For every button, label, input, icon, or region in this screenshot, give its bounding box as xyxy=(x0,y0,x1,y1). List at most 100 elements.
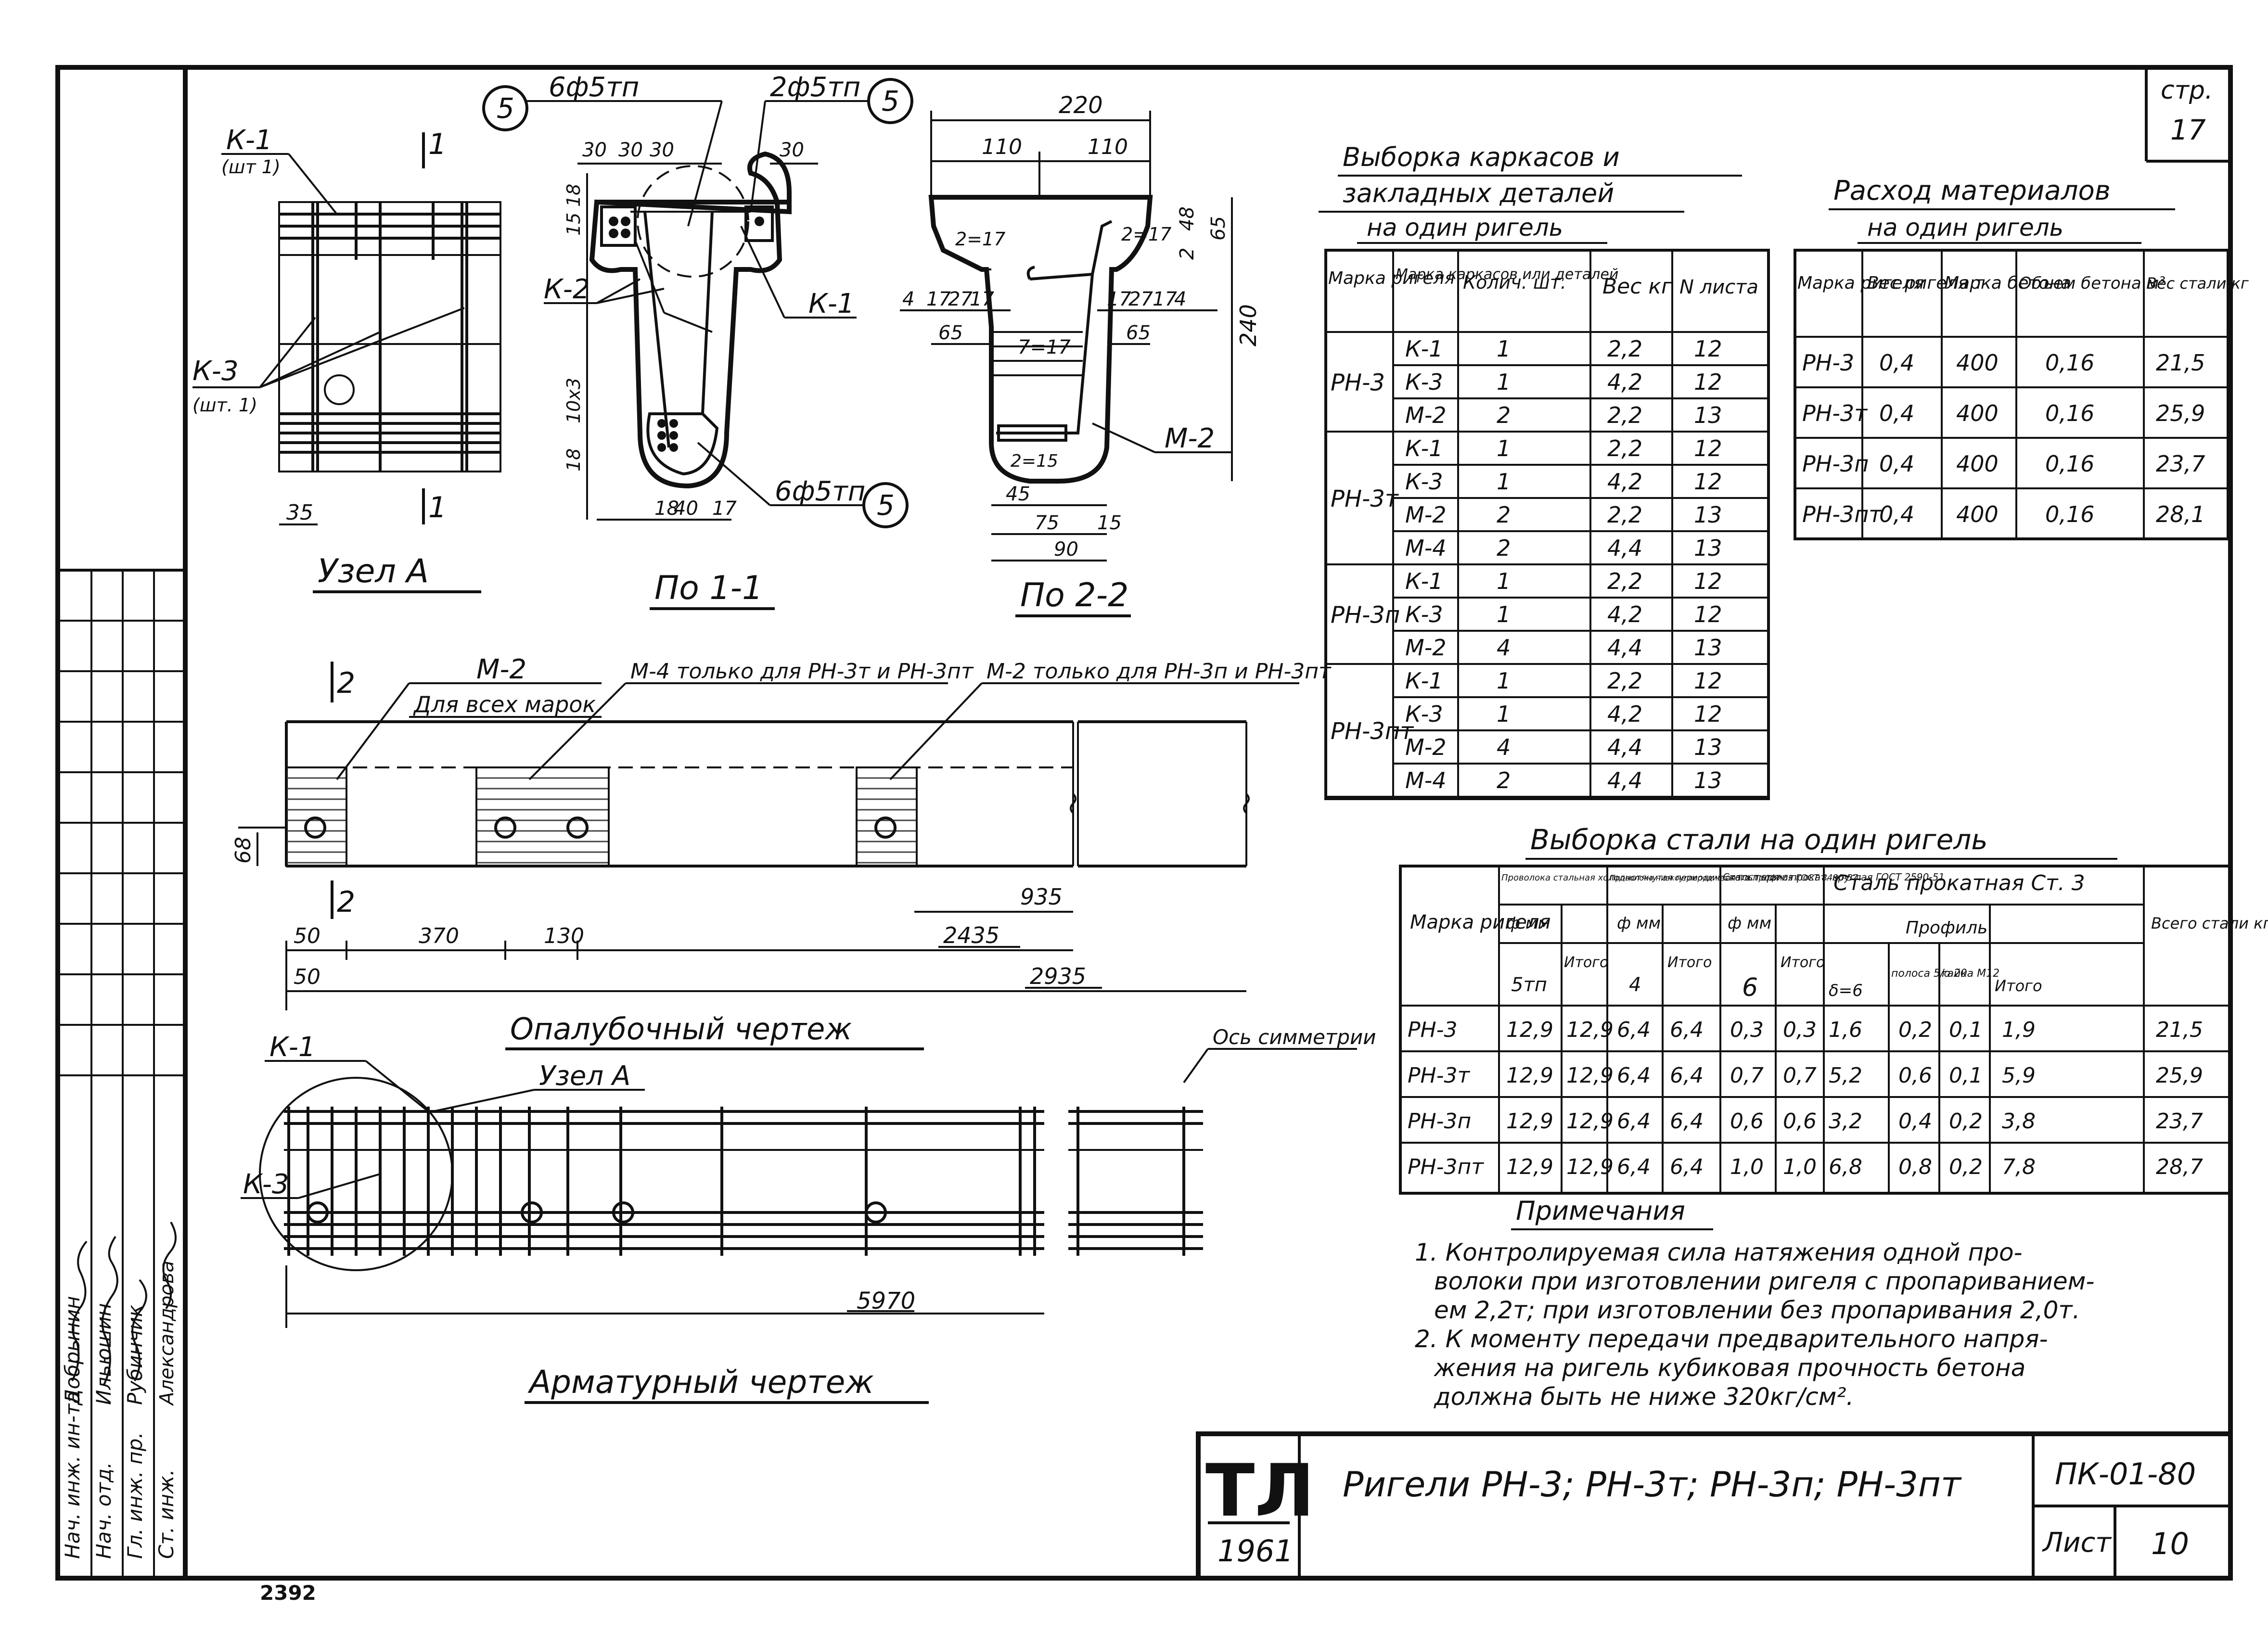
table-cell: 12 xyxy=(1694,601,1722,627)
table-cell: 12,9 xyxy=(1506,1063,1553,1088)
table-cell: 2,2 xyxy=(1607,502,1642,528)
table-cell: 25,9 xyxy=(2156,1063,2203,1088)
dimension: 45 xyxy=(1006,483,1030,505)
dimension: 130 xyxy=(544,924,584,948)
table-cell: 0,4 xyxy=(1898,1109,1932,1134)
signature-role: Нач. отд. xyxy=(92,1462,115,1559)
table-cell: 400 xyxy=(1956,501,1999,527)
table-header: Марка бетона xyxy=(1944,273,2071,293)
note-line: 1. Контролируемая сила натяжения одной п… xyxy=(1415,1238,2023,1266)
axis-label: Ось симметрии xyxy=(1213,1025,1376,1049)
dimension: 35 xyxy=(286,500,313,525)
rebar-label: 6ф5тп xyxy=(549,72,639,103)
table-cell: 12,9 xyxy=(1506,1155,1553,1179)
dimension: 27 xyxy=(1128,288,1153,310)
table-cell: РН-3т xyxy=(1408,1063,1470,1088)
table-cell: 400 xyxy=(1956,350,1999,376)
table-title: Выборка стали на один ригель xyxy=(1530,823,1988,856)
part-note: М-4 только для РН-3т и РН-3пт xyxy=(630,659,974,684)
frame-label: К-2 xyxy=(544,274,590,305)
table-cell: 2,2 xyxy=(1607,568,1642,594)
table-header: Проволока стальная холоднотянутая период… xyxy=(1501,873,1858,883)
frame-label: К-1 xyxy=(269,1032,316,1063)
table-cell: РН-3т xyxy=(1802,400,1868,426)
frame-label: К-1 xyxy=(226,125,272,156)
table-cell: 0,4 xyxy=(1879,501,1914,527)
table-cell: 1 xyxy=(1497,668,1511,694)
table-subheader: δ=6 xyxy=(1829,981,1863,1000)
table-cell: 1 xyxy=(1497,336,1511,362)
table-cell: РН-3пт xyxy=(1802,501,1882,527)
table-cell: 2 xyxy=(1497,502,1511,528)
table-cell: 0,6 xyxy=(1898,1063,1932,1088)
table-title: закладных деталей xyxy=(1343,178,1614,208)
handwritten-signature xyxy=(131,1279,147,1381)
table-header: Марка ригеля xyxy=(1328,268,1455,288)
dimension: 30 xyxy=(618,139,643,161)
table-cell-mark: РН-3п xyxy=(1331,602,1400,629)
table-cell: 0,2 xyxy=(1949,1109,1983,1134)
dimension: 65 xyxy=(1126,322,1151,344)
table-cell: М-2 xyxy=(1405,734,1447,760)
dimension: 90 xyxy=(1054,538,1078,561)
table-cell: 4,2 xyxy=(1607,701,1642,727)
table-cell: 0,2 xyxy=(1898,1018,1932,1042)
table-cell: 4 xyxy=(1497,635,1511,661)
dimension: 2435 xyxy=(943,922,999,948)
table-cell: 6,4 xyxy=(1670,1063,1704,1088)
dimension: 18 xyxy=(563,448,584,472)
table-cell: 0,1 xyxy=(1949,1063,1983,1088)
dimension: 110 xyxy=(1088,135,1128,159)
dimension: 7=17 xyxy=(1018,336,1071,358)
table-subheader: ф мм xyxy=(1506,914,1550,933)
table-header: Вес стали кг xyxy=(2146,274,2249,293)
note-line: ем 2,2т; при изготовлении без пропариван… xyxy=(1434,1296,2080,1324)
table-cell: 4,4 xyxy=(1607,767,1642,793)
table-subheader: гайка М12 xyxy=(1942,968,1999,980)
view-title: По 2-2 xyxy=(1020,576,1128,614)
table-cell: РН-3пт xyxy=(1408,1155,1484,1179)
table-cell: 12,9 xyxy=(1506,1109,1553,1134)
table-cell: К-3 xyxy=(1405,469,1443,495)
table-cell: 1,0 xyxy=(1730,1155,1764,1179)
table-cell: 23,7 xyxy=(2156,451,2205,477)
dimension: 50 xyxy=(294,924,320,948)
sheet-label: Лист xyxy=(2042,1527,2112,1558)
table-cell: 0,16 xyxy=(2045,501,2094,527)
table-header: Сталь горяч. прокат. круглая ГОСТ 2590-5… xyxy=(1723,871,1945,883)
table-cell: 0,7 xyxy=(1783,1063,1817,1088)
table-cell-mark: РН-3 xyxy=(1331,370,1385,396)
part-label: М-2 xyxy=(1165,423,1215,454)
table-cell: 0,16 xyxy=(2045,350,2094,376)
table-cell: 28,7 xyxy=(2156,1155,2203,1179)
table-cell: К-1 xyxy=(1405,568,1443,594)
note-line: должна быть не ниже 320кг/см². xyxy=(1434,1383,1854,1411)
table-subheader: 5тп xyxy=(1511,974,1547,996)
table-subheader: 4 xyxy=(1629,974,1641,996)
table-cell: 4,2 xyxy=(1607,469,1642,495)
table-cell: К-1 xyxy=(1405,336,1443,362)
table-cell: К-3 xyxy=(1405,701,1443,727)
table-cell: 12,9 xyxy=(1566,1063,1614,1088)
dimension: 17 xyxy=(1153,288,1177,310)
table-cell: РН-3п xyxy=(1408,1109,1471,1134)
table-cell: 13 xyxy=(1694,734,1722,760)
table-title: Расход материалов xyxy=(1833,175,2111,206)
view-title: По 1-1 xyxy=(654,569,763,607)
table-cell: К-1 xyxy=(1405,668,1443,694)
table-subheader: Итого xyxy=(1995,977,2042,995)
table-subheader: Итого xyxy=(1564,954,1608,971)
table-cell: 2 xyxy=(1497,402,1511,428)
table-header: Марка каркасов или деталей xyxy=(1396,266,1618,283)
dimension: 2935 xyxy=(1030,963,1086,989)
note-line: 2. К моменту передачи предварительного н… xyxy=(1415,1325,2048,1353)
table-header: Вес ригеля т xyxy=(1867,273,1985,293)
page-number: 17 xyxy=(2170,114,2206,146)
rebar-label: 6ф5тп xyxy=(775,476,865,507)
table-cell: М-2 xyxy=(1405,502,1447,528)
dimension: 30 xyxy=(650,139,674,161)
table-cell: 6,4 xyxy=(1670,1109,1704,1134)
signature-block: Нач. инж. ин-та Добрынин Нач. отд. Ильюш… xyxy=(61,1222,178,1559)
table-cell: 4,4 xyxy=(1607,535,1642,561)
table-cell: 6,8 xyxy=(1829,1155,1862,1179)
